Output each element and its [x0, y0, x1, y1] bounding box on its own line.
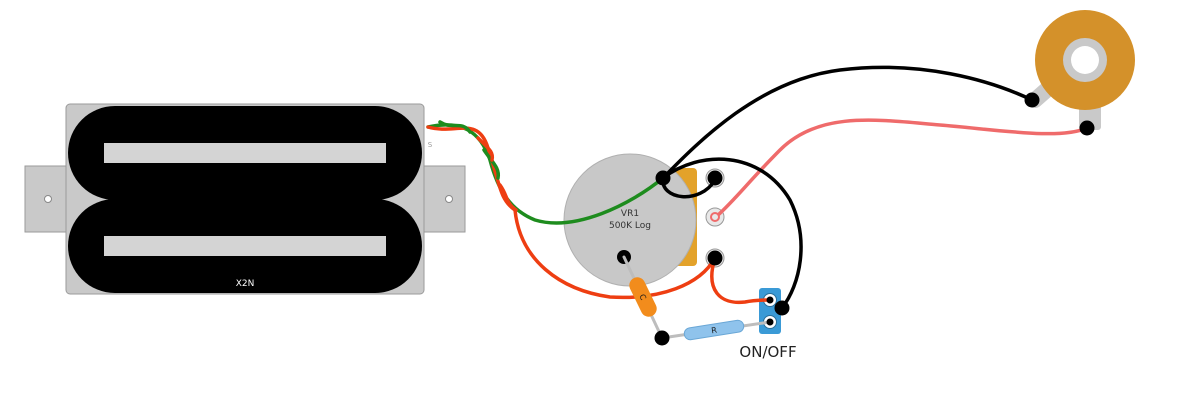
wires [426, 65, 1089, 340]
twist-red-1 [476, 136, 495, 162]
pickup-side-mark: S [428, 141, 433, 149]
pickup-pole-bar-top [104, 143, 386, 163]
humbucker-pickup: X2N S [24, 103, 466, 295]
jack-center-hole [1071, 46, 1099, 74]
pickup-pole-bar-bottom [104, 236, 386, 256]
solder-joints [654, 92, 1095, 346]
twist-red-2 [498, 183, 518, 212]
pickup-mounting-ear-right [418, 165, 466, 233]
switch-lug-top-solder [766, 296, 774, 304]
resistor-body [683, 319, 745, 341]
solder-pot-lug-1 [655, 170, 671, 186]
switch-lug-bottom-solder [766, 318, 774, 326]
volume-pot: VR1 500K Log [563, 153, 725, 287]
pickup-screw-hole-left [44, 195, 52, 203]
resistor: R [683, 319, 745, 341]
wire-red-switch [710, 256, 772, 305]
output-jack [1027, 10, 1135, 130]
solder-jack-tip [1024, 92, 1040, 108]
pickup-model-label: X2N [236, 279, 255, 289]
wire-red-main [426, 125, 717, 300]
capacitor-body [629, 277, 657, 317]
solder-cap-res-junction [654, 330, 670, 346]
twist-green-1 [438, 120, 472, 134]
wire-black-switch [661, 157, 803, 310]
wire-black-output [661, 65, 1034, 180]
solder-pot-lug-1b [707, 170, 723, 186]
pot-value-label: 500K Log [609, 221, 651, 231]
pot-ref-label: VR1 [621, 209, 639, 219]
wire-pink [715, 118, 1089, 218]
capacitor-label: C [637, 293, 648, 302]
capacitor: C [629, 277, 657, 317]
twisted-pair [438, 120, 518, 212]
solder-jack-sleeve [1079, 120, 1095, 136]
solder-switch-side [774, 300, 790, 316]
switch-label: ON/OFF [739, 343, 796, 361]
resistor-label: R [711, 326, 718, 336]
twist-green-2 [482, 148, 501, 180]
solder-pot-lug-2-ring [710, 212, 720, 222]
solder-pot-lug-3 [707, 250, 723, 266]
pickup-screw-hole-right [445, 195, 453, 203]
